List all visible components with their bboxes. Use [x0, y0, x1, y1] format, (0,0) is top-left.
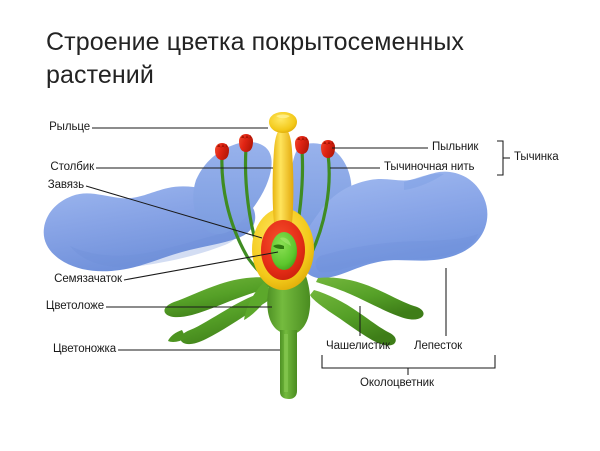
- pedicel: [280, 330, 297, 399]
- anther-left-1-notch: [217, 144, 227, 148]
- leader-ovary: [85, 185, 263, 239]
- anther-left-2-notch: [241, 135, 251, 139]
- label-perianth-group: Околоцветник: [360, 377, 434, 389]
- page-title: Строение цветка покрытосеменных растений: [46, 28, 465, 89]
- label-stigma: Рыльце: [49, 121, 90, 133]
- flower-illustration: [43, 112, 488, 399]
- label-ovary: Завязь: [47, 179, 84, 191]
- pedicel-highlight: [284, 334, 288, 392]
- label-receptacle: Цветоложе: [45, 300, 104, 312]
- brackets: [321, 140, 510, 375]
- anther-right-2: [321, 140, 335, 158]
- ovule: [271, 232, 297, 270]
- style: [272, 128, 294, 232]
- petal-right-lobe-shade: [404, 173, 444, 190]
- petal-mid-left: [193, 142, 272, 234]
- stigma-highlight: [276, 114, 290, 119]
- anther-left-1: [215, 143, 229, 160]
- sepal-left-tip: [168, 330, 186, 342]
- sepal-right-upper: [316, 277, 424, 320]
- sepal-right-lower: [310, 290, 396, 346]
- sepal-front: [244, 282, 272, 320]
- receptacle: [267, 276, 311, 335]
- label-ovule: Семязачаток: [54, 273, 122, 285]
- anther-right-1: [295, 136, 309, 154]
- petal-right-shading: [315, 234, 478, 273]
- label-stamen-group: Тычинка: [514, 151, 559, 163]
- stigma: [269, 112, 297, 133]
- anther-right-1-notch: [297, 137, 307, 141]
- bracket-perianth: [321, 355, 496, 369]
- label-petal: Лепесток: [414, 340, 463, 352]
- anther-left-2: [239, 134, 253, 152]
- petal-right: [299, 171, 488, 279]
- ovule-highlight: [280, 237, 291, 246]
- leader-lines: [85, 127, 447, 351]
- leader-ovule: [123, 251, 279, 281]
- label-filament: Тычиночная нить: [384, 161, 475, 173]
- ovule-funiculus: [273, 244, 284, 249]
- bracket-stamen: [497, 140, 504, 176]
- petal-left-shading: [70, 230, 237, 268]
- label-style: Столбик: [50, 161, 94, 173]
- anther-right-2-notch: [323, 141, 333, 145]
- label-pedicel: Цветоножка: [52, 343, 116, 355]
- label-anther: Пыльник: [432, 141, 479, 153]
- label-sepal: Чашелистик: [326, 340, 390, 352]
